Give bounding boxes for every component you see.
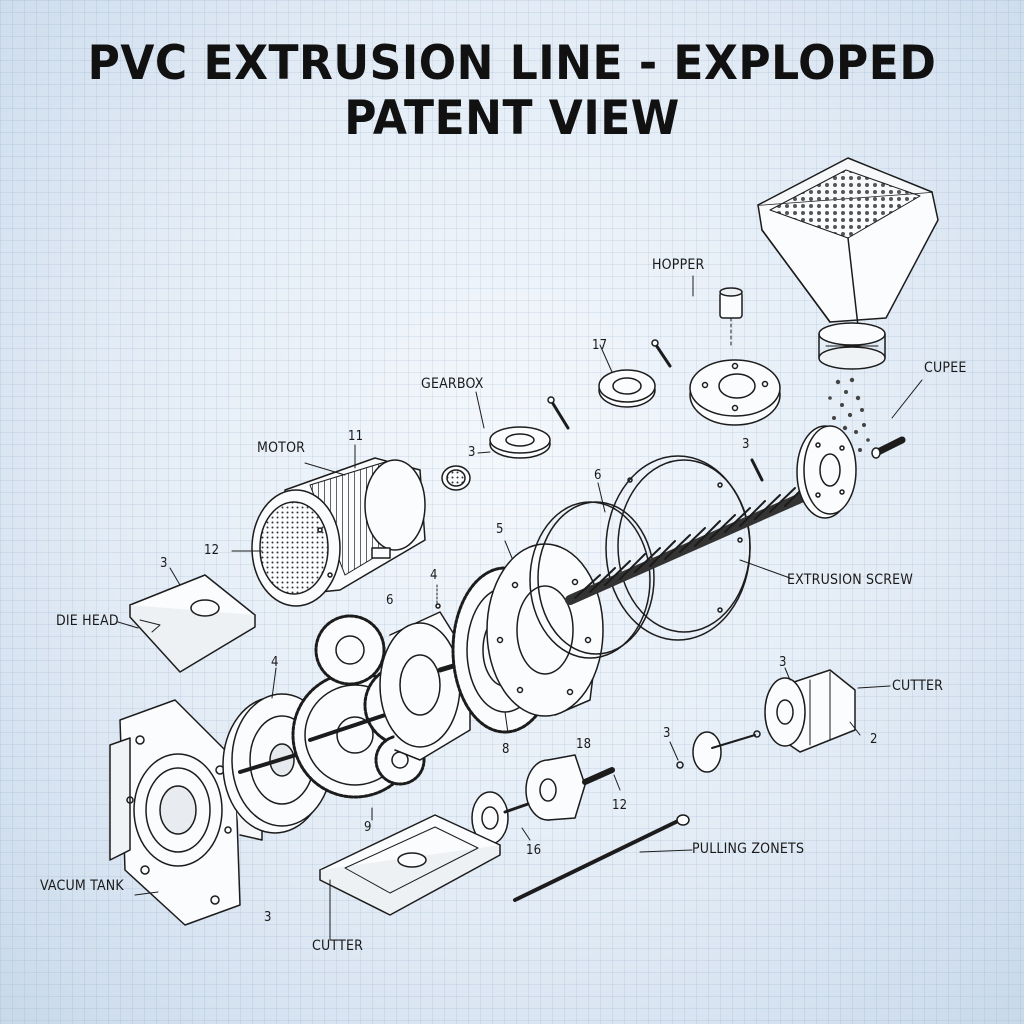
bolt-gearbox-part — [547, 396, 570, 430]
part-number-3-shaft: 3 — [742, 437, 750, 452]
leader-lines — [117, 275, 923, 941]
part-number-5: 5 — [496, 522, 504, 537]
bolt-screw-part — [750, 458, 764, 482]
part-number-4-left: 4 — [271, 655, 279, 670]
page-title: PVC EXTRUSION LINE - EXPLOPED PATENT VIE… — [87, 35, 937, 147]
flange-ring-part — [689, 359, 781, 426]
motor-part — [251, 457, 426, 607]
washer-part — [471, 791, 530, 845]
feed-flange-part — [796, 425, 857, 519]
cutter-disk-part — [676, 730, 761, 773]
pin-right-part — [871, 436, 906, 459]
pulling-rod-part — [513, 814, 690, 902]
label-pulling-zones: PULLING ZONETS — [692, 841, 805, 857]
label-vacuum-tank: VACUM TANK — [40, 878, 124, 894]
part-number-18: 18 — [576, 737, 592, 752]
label-hopper: HOPPER — [652, 257, 705, 273]
label-gearbox: GEARBOX — [421, 376, 484, 392]
part-number-6-gear: 6 — [386, 593, 394, 608]
part-number-12-roller: 12 — [612, 798, 628, 813]
part-number-6-ring: 6 — [594, 468, 602, 483]
label-motor: MOTOR — [257, 440, 306, 456]
part-number-3-cutter: 3 — [779, 655, 787, 670]
label-cutter-right: CUTTER — [892, 678, 944, 694]
extrusion-screw-part — [565, 480, 835, 605]
bolt-top-part — [651, 339, 672, 368]
part-number-3-tank: 3 — [264, 910, 272, 925]
part-number-9: 9 — [364, 820, 372, 835]
large-ring-part — [529, 455, 751, 659]
part-number-3-small: 3 — [663, 726, 671, 741]
flange-5-part — [486, 543, 604, 717]
part-number-2: 2 — [870, 732, 878, 747]
hopper-part — [757, 157, 939, 370]
part-number-12-motor: 12 — [204, 543, 220, 558]
part-number-11: 11 — [348, 429, 364, 444]
die-plate-part — [129, 574, 256, 673]
nut-part — [441, 465, 471, 491]
bushing-part — [719, 287, 743, 346]
part-number-4-pin: 4 — [430, 568, 438, 583]
cutter-plate-part — [319, 814, 501, 916]
part-number-16: 16 — [526, 843, 542, 858]
bearing-17-part — [598, 344, 656, 408]
part-number-3-plate: 3 — [160, 556, 168, 571]
part-number-3-gearbox: 3 — [468, 445, 476, 460]
label-extrusion-screw: EXTRUSION SCREW — [787, 572, 913, 588]
label-cupee: CUPEE — [924, 360, 967, 376]
label-cutter-bottom: CUTTER — [312, 938, 364, 954]
roller-part — [525, 754, 615, 821]
coupling-part — [379, 584, 471, 761]
part-number-8: 8 — [502, 742, 510, 757]
part-number-17: 17 — [592, 338, 608, 353]
gearbox-bearing-part — [475, 391, 551, 459]
cutter-unit-part — [764, 669, 856, 753]
label-die-head: DIE HEAD — [56, 613, 119, 629]
